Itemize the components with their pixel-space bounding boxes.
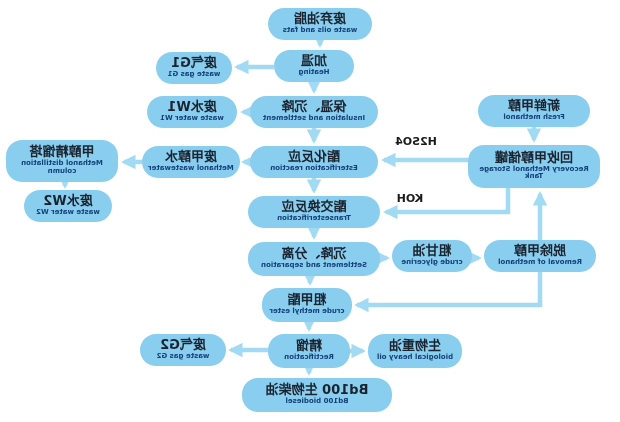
node-waste-oils: 废弃油脂 waste oils and fats <box>268 8 372 40</box>
node-methanol-removal-label: 脱除甲醇 <box>514 244 567 260</box>
edge-label-h2so4: H2SO4 <box>395 135 437 148</box>
node-crude-methyl-ester: 粗甲酯 crude methyl ester <box>262 288 352 322</box>
node-esterification-sublabel: Esterification reaction <box>270 163 358 172</box>
node-methanol-removal-sublabel: Removal of methanol <box>498 257 582 266</box>
node-insulation-settlement-sublabel: Insulation and settlement <box>262 113 366 122</box>
arrow-tank-transesterification-koh <box>383 188 511 220</box>
node-waste-gas-g2: 废气G2 waste gas G2 <box>140 334 226 366</box>
node-methanol-removal: 脱除甲醇 Removal of methanol <box>484 240 596 272</box>
node-transesterification: 酯交换反应 Transesterification <box>248 196 380 228</box>
node-settlement-separation-sublabel: Settlement and separation <box>261 260 367 269</box>
node-methanol-wastewater-label: 废甲醇水 <box>165 150 218 166</box>
node-rectification: 精馏 Rectification <box>268 334 350 368</box>
node-biological-heavy-oil: 生物重油 biological heavy oil <box>368 334 462 368</box>
node-settlement-separation: 沉降、分离 Settlement and separation <box>248 242 380 276</box>
node-waste-gas-g1: 废气G1 waste gas G1 <box>156 52 232 84</box>
node-methanol-distillation-column-sublabel: Methanol distillation column <box>21 159 103 175</box>
node-crude-glycerine: 粗甘油 crude glycerine <box>392 240 472 272</box>
node-heating: 加温 Heating <box>274 50 354 82</box>
node-methanol-distillation-column-label: 甲醇精馏塔 <box>29 145 95 161</box>
node-recovery-methanol-tank: 回收甲醇储罐 Recovery Methanol Storage Tank <box>468 145 600 188</box>
node-crude-glycerine-sublabel: crude glycerine <box>401 257 463 266</box>
node-crude-methyl-ester-sublabel: crude methyl ester <box>269 306 345 315</box>
arrow-removal-crudeester <box>354 272 543 313</box>
node-crude-glycerine-label: 粗甘油 <box>412 244 452 260</box>
node-waste-water-w2: 废水W2 waste water W2 <box>24 190 112 222</box>
node-waste-water-w2-sublabel: waste water W2 <box>36 207 100 216</box>
node-crude-methyl-ester-label: 粗甲酯 <box>287 293 327 309</box>
node-waste-water-w1: 废水W1 waste water W1 <box>147 96 237 128</box>
node-recovery-methanol-tank-label: 回收甲醇储罐 <box>495 150 574 166</box>
node-fresh-methanol-sublabel: Fresh methanol <box>503 112 565 121</box>
node-esterification-label: 酯化反应 <box>288 150 341 166</box>
node-fresh-methanol-label: 新鲜甲醇 <box>508 99 561 115</box>
node-methanol-distillation-column: 甲醇精馏塔 Methanol distillation column <box>6 140 118 182</box>
node-waste-gas-g2-sublabel: waste gas G2 <box>156 351 210 360</box>
node-waste-water-w1-label: 废水W1 <box>167 100 217 116</box>
node-waste-water-w2-label: 废水W2 <box>43 194 93 210</box>
edge-label-koh: KOH <box>396 192 424 205</box>
node-heating-sublabel: Heating <box>298 67 330 76</box>
node-waste-gas-g2-label: 废气G2 <box>160 338 206 354</box>
node-fresh-methanol: 新鲜甲醇 Fresh methanol <box>478 95 590 127</box>
node-bd100-biodiesel: Bd100 生物柴油 Bd100 biodiesel <box>242 378 392 412</box>
node-insulation-settlement-label: 保温、沉降 <box>281 100 347 116</box>
node-settlement-separation-label: 沉降、分离 <box>281 247 347 263</box>
node-waste-oils-sublabel: waste oils and fats <box>282 25 358 34</box>
node-biological-heavy-oil-label: 生物重油 <box>389 339 442 355</box>
node-bd100-biodiesel-sublabel: Bd100 biodiesel <box>285 396 349 405</box>
node-methanol-wastewater: 废甲醇水 Methanol wastewater <box>142 146 240 178</box>
node-rectification-label: 精馏 <box>296 339 323 355</box>
node-insulation-settlement: 保温、沉降 Insulation and settlement <box>250 96 378 128</box>
node-waste-gas-g1-sublabel: waste gas G1 <box>167 69 221 78</box>
node-bd100-biodiesel-label: Bd100 生物柴油 <box>265 383 369 399</box>
node-esterification: 酯化反应 Esterification reaction <box>250 146 378 178</box>
node-waste-gas-g1-label: 废气G1 <box>171 56 217 72</box>
node-biological-heavy-oil-sublabel: biological heavy oil <box>376 352 454 361</box>
node-transesterification-sublabel: Transesterification <box>277 213 351 222</box>
node-transesterification-label: 酯交换反应 <box>281 200 347 216</box>
node-waste-oils-label: 废弃油脂 <box>294 12 347 28</box>
node-waste-water-w1-sublabel: waste water W1 <box>160 113 224 122</box>
node-heating-label: 加温 <box>301 54 328 70</box>
node-recovery-methanol-tank-sublabel: Recovery Methanol Storage Tank <box>479 164 589 181</box>
node-rectification-sublabel: Rectification <box>284 352 334 361</box>
node-methanol-wastewater-sublabel: Methanol wastewater <box>148 163 234 172</box>
